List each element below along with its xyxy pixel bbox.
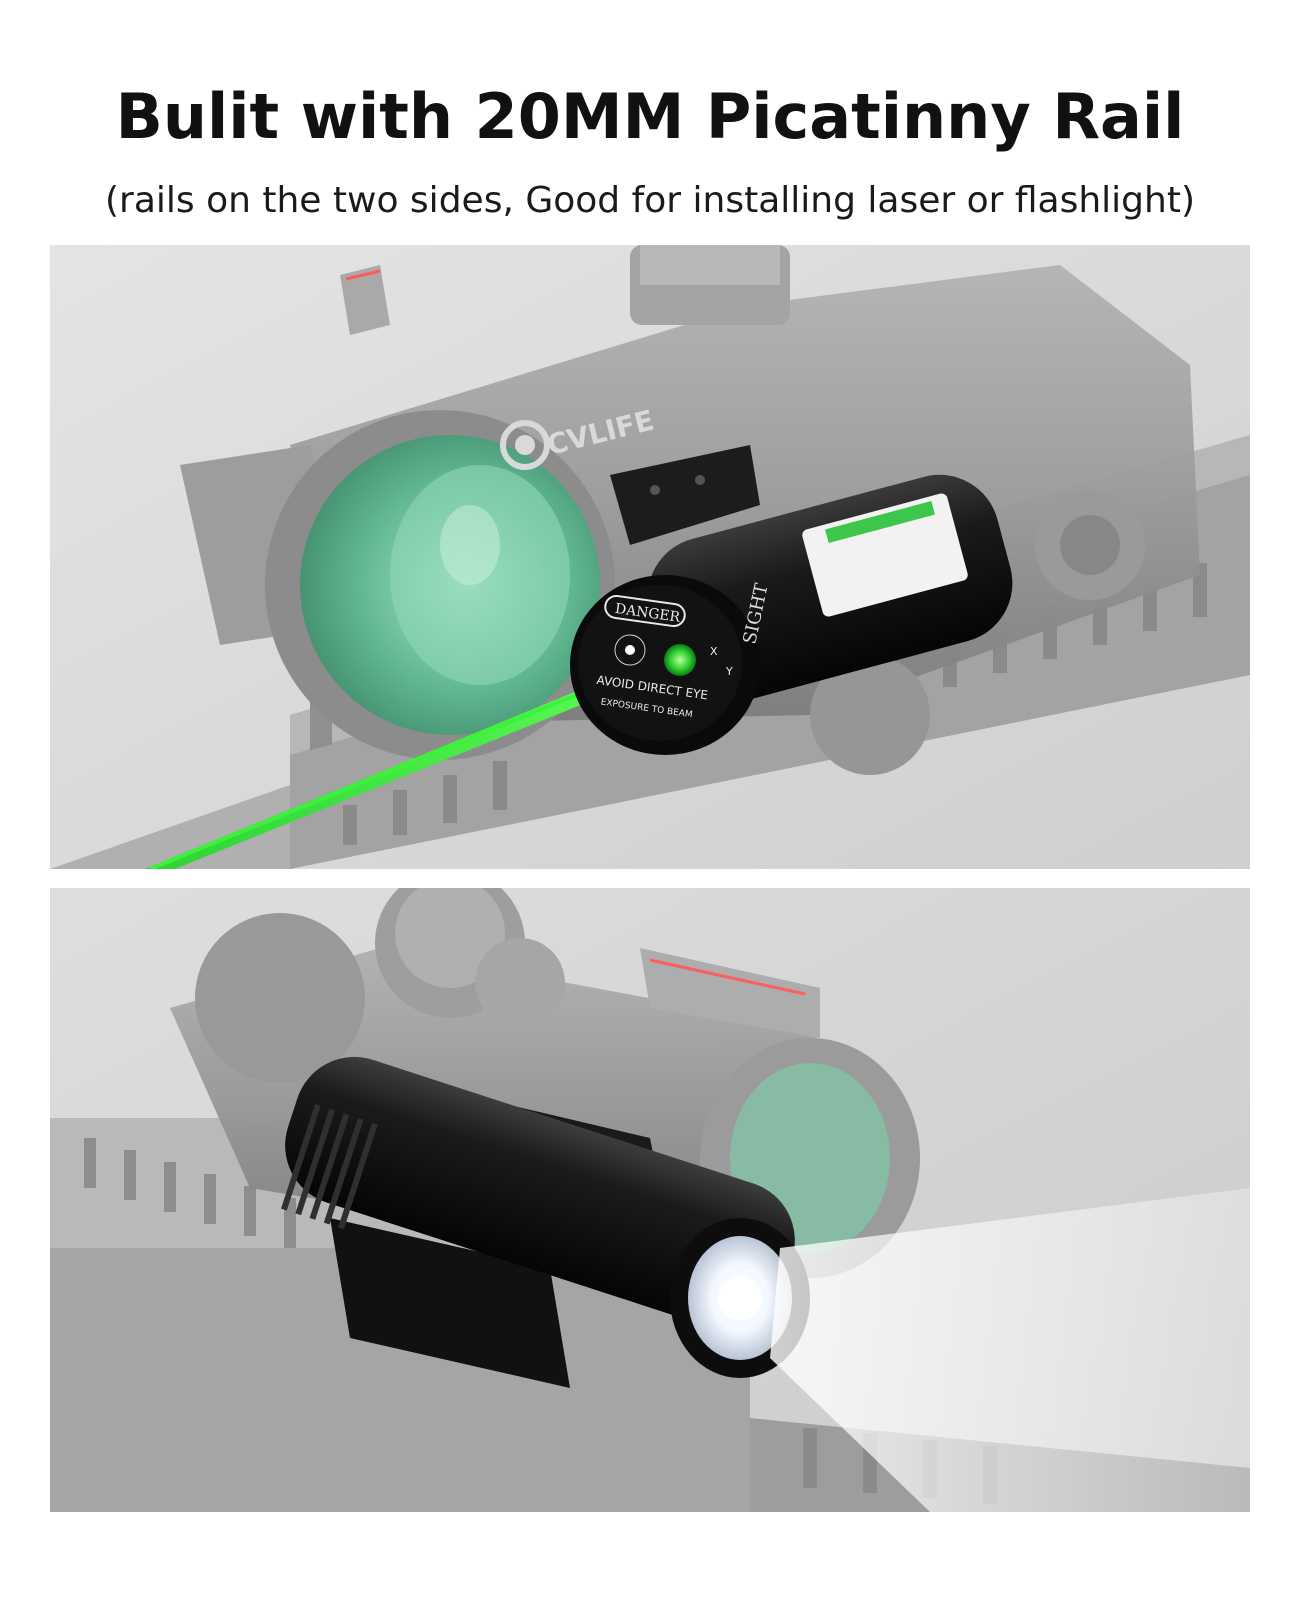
- page-subtitle: (rails on the two sides, Good for instal…: [104, 180, 1196, 221]
- flashlight-photo: [50, 888, 1250, 1512]
- laser-photo-panel: CVLIFE DANGER X Y AVOID DIRECT EYE EXPOS…: [50, 245, 1250, 869]
- page-title: Bulit with 20MM Picatinny Rail: [115, 80, 1185, 153]
- flashlight-photo-panel: [50, 888, 1250, 1512]
- laser-aperture: [664, 644, 696, 676]
- axis-y-label: Y: [725, 665, 733, 678]
- axis-x-label: X: [710, 645, 718, 658]
- laser-photo: CVLIFE DANGER X Y AVOID DIRECT EYE EXPOS…: [50, 245, 1250, 869]
- green-laser-sight: DANGER X Y AVOID DIRECT EYE EXPOSURE TO …: [570, 445, 1013, 755]
- warning-sticker: [802, 493, 968, 617]
- flashlight-beam: [770, 1188, 1250, 1512]
